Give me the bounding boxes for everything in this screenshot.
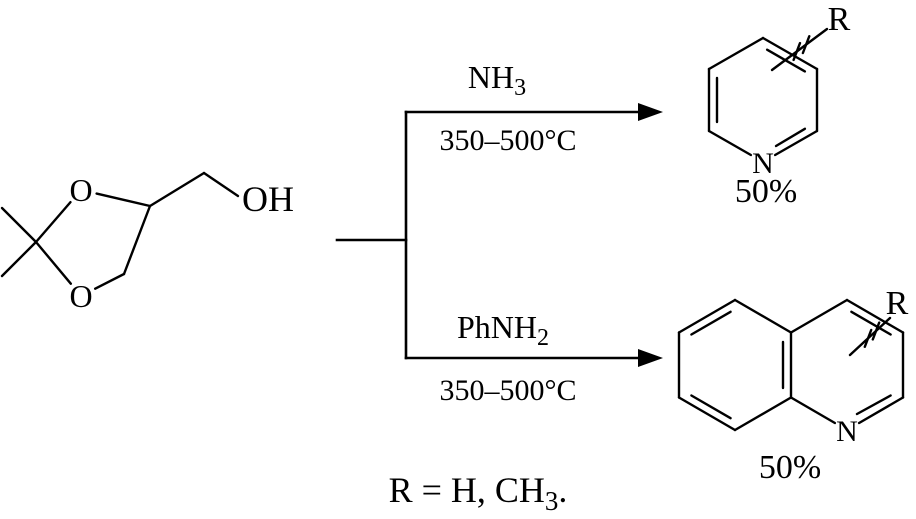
oxygen-label-bottom: O bbox=[69, 278, 92, 314]
pyridine-double-bonds bbox=[715, 48, 807, 148]
reaction-arrow-bottom bbox=[404, 349, 663, 367]
conditions-top: NH3 350–500°C bbox=[439, 59, 576, 157]
quinoline-r-label: R bbox=[886, 285, 909, 322]
reagent-bottom: PhNH2 bbox=[457, 309, 549, 351]
pyridine-nitrogen-label: N bbox=[752, 147, 774, 180]
variable-position-marks-top bbox=[792, 35, 811, 62]
reaction-arrow-top bbox=[404, 103, 663, 121]
hydroxymethyl-bonds bbox=[148, 171, 240, 208]
arrowhead-top bbox=[638, 103, 663, 121]
variable-position-marks-bottom bbox=[863, 321, 881, 348]
dioxolane-ring-bonds bbox=[34, 192, 152, 290]
hydroxyl-label: OH bbox=[242, 179, 294, 219]
pyridine-structure: N R 50% bbox=[707, 1, 851, 210]
reagent-top: NH3 bbox=[468, 59, 526, 101]
quinoline-r-bond bbox=[848, 316, 892, 357]
oxygen-label-top: O bbox=[69, 172, 92, 208]
quinoline-nitrogen-label: N bbox=[836, 415, 858, 448]
temperature-top: 350–500°C bbox=[439, 124, 576, 157]
quinoline-double-bonds bbox=[690, 310, 892, 420]
solketal-structure: O O OH bbox=[0, 171, 294, 314]
pyridine-r-label: R bbox=[828, 1, 851, 38]
quinoline-benzo-ring-bonds bbox=[677, 298, 793, 432]
quinoline-yield: 50% bbox=[759, 449, 821, 486]
temperature-bottom: 350–500°C bbox=[439, 374, 576, 407]
gem-dimethyl-bonds bbox=[0, 206, 38, 278]
footnote-r-definition: R = H, CH3. bbox=[389, 470, 568, 516]
arrowhead-bottom bbox=[638, 349, 663, 367]
pyridine-yield: 50% bbox=[735, 173, 797, 210]
quinoline-pyridine-ring-bonds bbox=[789, 298, 905, 425]
conditions-bottom: PhNH2 350–500°C bbox=[439, 309, 576, 407]
pyridine-ring-bonds bbox=[707, 36, 819, 157]
quinoline-structure: N R 50% bbox=[677, 285, 909, 486]
pyridine-r-bond bbox=[770, 27, 829, 72]
branching-arrows bbox=[335, 103, 663, 367]
